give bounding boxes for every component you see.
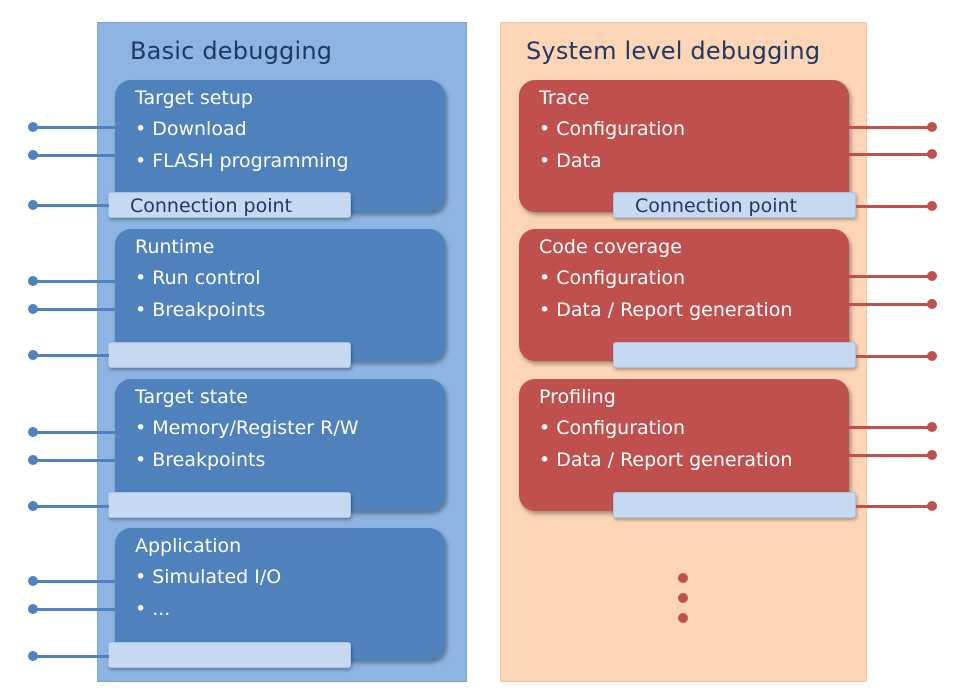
target-setup-box: Target setup •Download •FLASH programmin… xyxy=(115,80,445,212)
connection-point-bar: Connection point xyxy=(613,192,856,218)
connector-line xyxy=(847,126,931,129)
box-item: •Download xyxy=(135,118,247,140)
target-state-box: Target state •Memory/Register R/W •Break… xyxy=(115,379,445,511)
connector-dot xyxy=(28,304,38,314)
connector-line xyxy=(33,431,117,434)
box-item: •... xyxy=(135,598,171,620)
ellipsis-dot xyxy=(678,593,688,603)
connector-dot xyxy=(28,455,38,465)
ellipsis-dot xyxy=(678,613,688,623)
box-item: •Breakpoints xyxy=(135,299,266,321)
connector-line xyxy=(33,126,117,129)
box-item: •Configuration xyxy=(539,118,686,140)
connector-line xyxy=(33,608,117,611)
connector-line xyxy=(847,275,931,278)
connector-line xyxy=(847,426,931,429)
connector-dot xyxy=(927,149,937,159)
application-box: Application •Simulated I/O •... xyxy=(115,528,445,660)
connector-line xyxy=(33,505,109,508)
connector-line xyxy=(33,459,117,462)
box-item: •FLASH programming xyxy=(135,150,349,172)
connector-dot xyxy=(28,604,38,614)
connector-line xyxy=(33,580,117,583)
connector-line xyxy=(847,153,931,156)
box-item: •Data xyxy=(539,150,602,172)
connector-dot xyxy=(927,299,937,309)
connector-line xyxy=(856,505,931,508)
connection-point-bar xyxy=(108,492,351,518)
connector-line xyxy=(33,154,117,157)
box-title: Target state xyxy=(135,386,248,408)
connector-dot xyxy=(927,122,937,132)
connector-dot xyxy=(927,501,937,511)
box-item: •Data / Report generation xyxy=(539,449,793,471)
connector-dot xyxy=(927,351,937,361)
connector-dot xyxy=(927,422,937,432)
system-level-debugging-title: System level debugging xyxy=(526,37,821,65)
connection-point-bar xyxy=(108,342,351,368)
connector-line xyxy=(33,280,117,283)
box-item: •Breakpoints xyxy=(135,449,266,471)
connector-dot xyxy=(927,271,937,281)
connector-dot xyxy=(28,651,38,661)
box-title: Trace xyxy=(539,87,590,109)
connector-dot xyxy=(28,150,38,160)
connector-line xyxy=(33,655,109,658)
box-item: •Simulated I/O xyxy=(135,566,282,588)
box-item: •Data / Report generation xyxy=(539,299,793,321)
ellipsis-dot xyxy=(678,573,688,583)
basic-debugging-title: Basic debugging xyxy=(130,37,333,65)
connector-dot xyxy=(28,576,38,586)
connector-dot xyxy=(28,122,38,132)
connector-dot xyxy=(28,276,38,286)
runtime-box: Runtime •Run control •Breakpoints xyxy=(115,229,445,361)
connection-point-bar xyxy=(613,342,856,368)
profiling-box: Profiling •Configuration •Data / Report … xyxy=(519,379,849,511)
connector-line xyxy=(856,355,931,358)
box-item: •Configuration xyxy=(539,267,686,289)
box-item: •Run control xyxy=(135,267,261,289)
connector-dot xyxy=(927,450,937,460)
connector-dot xyxy=(28,501,38,511)
connector-line xyxy=(33,204,109,207)
connection-point-bar xyxy=(613,492,856,518)
connector-dot xyxy=(927,201,937,211)
box-title: Application xyxy=(135,535,242,557)
box-title: Profiling xyxy=(539,386,616,408)
box-item: •Memory/Register R/W xyxy=(135,417,359,439)
box-title: Target setup xyxy=(135,87,253,109)
box-item: •Configuration xyxy=(539,417,686,439)
connector-dot xyxy=(28,427,38,437)
connection-point-bar: Connection point xyxy=(108,192,351,218)
connector-dot xyxy=(28,350,38,360)
connector-line xyxy=(847,454,931,457)
connection-point-bar xyxy=(108,642,351,668)
connector-line xyxy=(33,308,117,311)
connector-line xyxy=(856,205,931,208)
code-coverage-box: Code coverage •Configuration •Data / Rep… xyxy=(519,229,849,361)
connector-dot xyxy=(28,200,38,210)
box-title: Runtime xyxy=(135,236,215,258)
trace-box: Trace •Configuration •Data xyxy=(519,80,849,212)
box-title: Code coverage xyxy=(539,236,682,258)
connector-line xyxy=(33,354,109,357)
connector-line xyxy=(847,303,931,306)
